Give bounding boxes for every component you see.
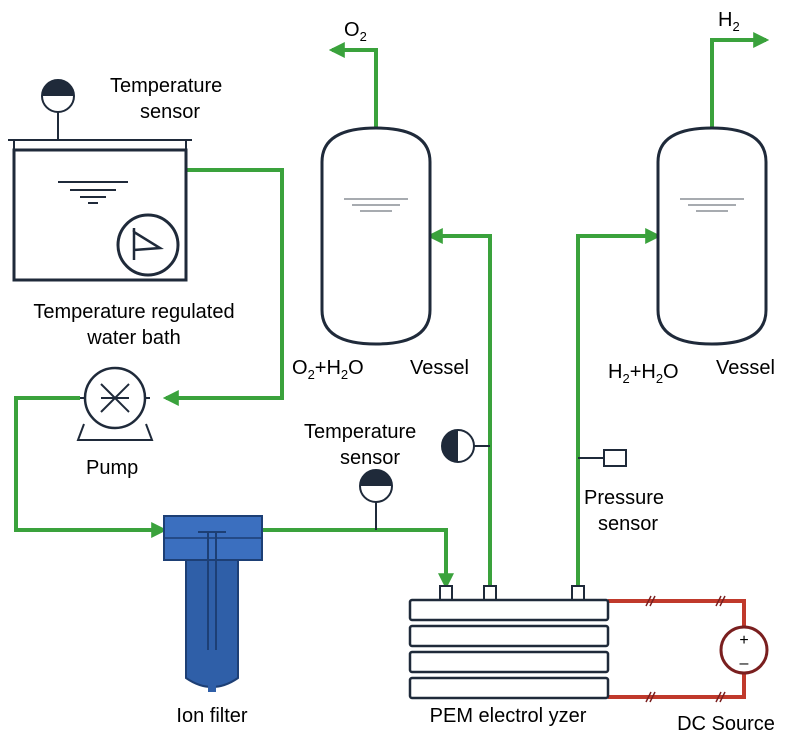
bath-to-pump-pipe bbox=[162, 168, 284, 406]
inlet-temperature-sensor-icon bbox=[359, 469, 393, 530]
dc-wire-top bbox=[608, 599, 746, 628]
pressure-sensor-icon bbox=[578, 449, 627, 467]
o2-vessel bbox=[320, 126, 432, 346]
dc-source-label: DC Source bbox=[677, 713, 775, 735]
h2-mixture-label: H2+H2O bbox=[608, 361, 679, 386]
electrolyzer-label: PEM electrol yzer bbox=[430, 705, 587, 727]
o2-outlet-pipe bbox=[328, 42, 378, 128]
o2-mixture-label: O2+H2O bbox=[292, 357, 364, 382]
pump-label: Pump bbox=[86, 457, 138, 479]
inlet-temperature-sensor-label-2: sensor bbox=[340, 447, 400, 469]
ion-filter-icon bbox=[163, 515, 263, 692]
o2-vessel-label: Vessel bbox=[410, 357, 469, 379]
pressure-sensor-label-1: Pressure bbox=[584, 487, 664, 509]
h2-output-label: H2 bbox=[718, 9, 740, 34]
filter-to-electrolyzer-pipe bbox=[262, 528, 454, 590]
bath-temperature-sensor-label-2: sensor bbox=[140, 101, 200, 123]
ion-filter-label: Ion filter bbox=[176, 705, 247, 727]
water-bath-label-2: water bath bbox=[86, 327, 180, 349]
h2-outlet-pipe bbox=[710, 32, 770, 128]
bath-temperature-sensor-label-1: Temperature bbox=[110, 75, 222, 97]
heater-icon bbox=[116, 213, 180, 277]
bath-temperature-sensor-icon bbox=[41, 79, 75, 140]
wire-break-marks bbox=[645, 595, 726, 703]
h2-vessel-label: Vessel bbox=[716, 357, 775, 379]
water-bath bbox=[8, 139, 192, 282]
o2-line-temperature-sensor-icon bbox=[441, 429, 490, 463]
pump-to-filter-pipe bbox=[14, 396, 168, 538]
dc-plus-label: + bbox=[739, 632, 748, 649]
electrolyzer-to-h2-vessel-pipe bbox=[576, 228, 662, 590]
dc-minus-label: – bbox=[740, 655, 749, 672]
dc-source-icon: + – bbox=[719, 625, 769, 675]
water-bath-label-1: Temperature regulated bbox=[33, 301, 234, 323]
electrolyzer-to-o2-vessel-pipe bbox=[426, 228, 492, 590]
pem-electrolyzer-icon bbox=[408, 585, 610, 700]
h2-vessel bbox=[656, 126, 768, 346]
pump-icon bbox=[76, 366, 154, 441]
pressure-sensor-label-2: sensor bbox=[598, 513, 658, 535]
inlet-temperature-sensor-label-1: Temperature bbox=[304, 421, 416, 443]
o2-output-label: O2 bbox=[344, 19, 367, 44]
